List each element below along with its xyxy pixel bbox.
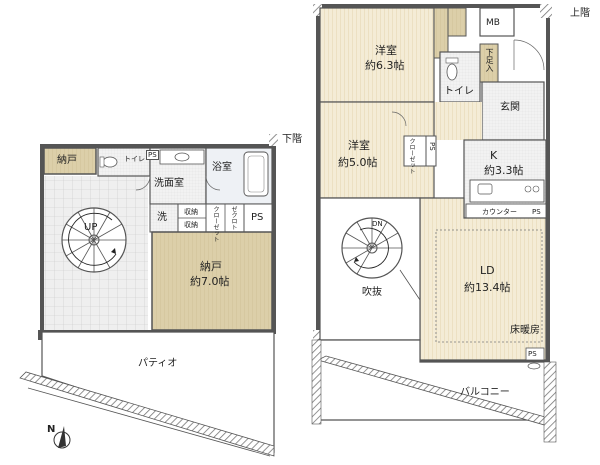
lower-stair-up-label: UP <box>84 222 98 233</box>
lower-ps-top-label: PS <box>146 150 159 160</box>
lower-bathtub <box>243 151 269 197</box>
upper-floor-label: 上階 <box>570 8 590 19</box>
lower-closet2-label: ゼクロト <box>230 206 237 230</box>
upper-mb-label: MB <box>485 18 501 29</box>
lower-patio-label: パティオ <box>138 358 178 369</box>
upper-ps-counter-label: PS <box>532 208 541 216</box>
lower-ps-label: PS <box>251 212 264 223</box>
upper-void-label: 吹抜 <box>362 287 382 298</box>
lower-patio-railing <box>19 371 275 457</box>
upper-western2-label: 洋室 <box>348 139 370 152</box>
upper-spiral-stair <box>341 217 403 279</box>
upper-western1-size: 約6.3帖 <box>365 59 405 72</box>
upper-balcony-label: バルコニー <box>460 387 510 398</box>
upper-corridor <box>434 102 482 140</box>
upper-entrance-label: 玄関 <box>500 102 520 113</box>
upper-floor-heating-label: 床暖房 <box>510 325 540 336</box>
upper-western2-size: 約5.0帖 <box>338 156 378 169</box>
lower-sink <box>174 152 190 162</box>
lower-washroom-label: 洗面室 <box>154 178 184 189</box>
lower-floor <box>19 134 278 457</box>
upper-ld-size: 約13.4帖 <box>464 281 511 294</box>
upper-ps-side-label: PS <box>428 142 436 151</box>
lower-storage-small <box>43 147 97 175</box>
lower-toilet-label: トイレ <box>124 155 145 163</box>
upper-toilet-bowl <box>446 63 458 81</box>
lower-floor-label: 下階 <box>282 134 302 145</box>
lower-storage-large <box>151 231 273 331</box>
lower-storage-large-label: 納戸 <box>200 260 222 273</box>
lower-spiral-stair <box>61 207 127 273</box>
compass-label: N <box>47 424 56 435</box>
lower-storage-b-label: 収納 <box>184 221 198 229</box>
upper-closet-label: クローゼット <box>408 138 415 174</box>
lower-storage-large-size: 約7.0帖 <box>190 275 230 288</box>
upper-counter-label: カウンター <box>482 208 517 216</box>
upper-kitchen-size: 約3.3帖 <box>484 164 524 177</box>
upper-ld-label: LD <box>480 264 495 277</box>
upper-entrance <box>481 81 545 141</box>
lower-bath-label: 浴室 <box>212 162 232 173</box>
lower-right-column <box>269 134 278 146</box>
compass-icon <box>53 426 71 449</box>
upper-toilet-label: トイレ <box>444 86 474 97</box>
upper-floor-heating-zone <box>435 229 543 343</box>
upper-stair-dn-label: DN <box>372 220 383 228</box>
lower-washer-label: 洗 <box>157 212 167 223</box>
lower-closet-label: クローゼット <box>212 206 219 242</box>
lower-storage-small-label: 納戸 <box>57 155 77 166</box>
lower-storage-a-label: 収納 <box>184 208 198 216</box>
upper-kitchen-label: K <box>490 149 498 162</box>
upper-western-room-1 <box>319 7 435 103</box>
lower-ps-box <box>243 203 273 233</box>
upper-floor <box>311 4 557 443</box>
upper-ps-balcony-label: PS <box>528 350 537 358</box>
upper-shoe-storage-label: 下足入 <box>485 48 494 72</box>
lower-toilet-bowl <box>102 156 118 168</box>
upper-western1-label: 洋室 <box>375 44 397 57</box>
